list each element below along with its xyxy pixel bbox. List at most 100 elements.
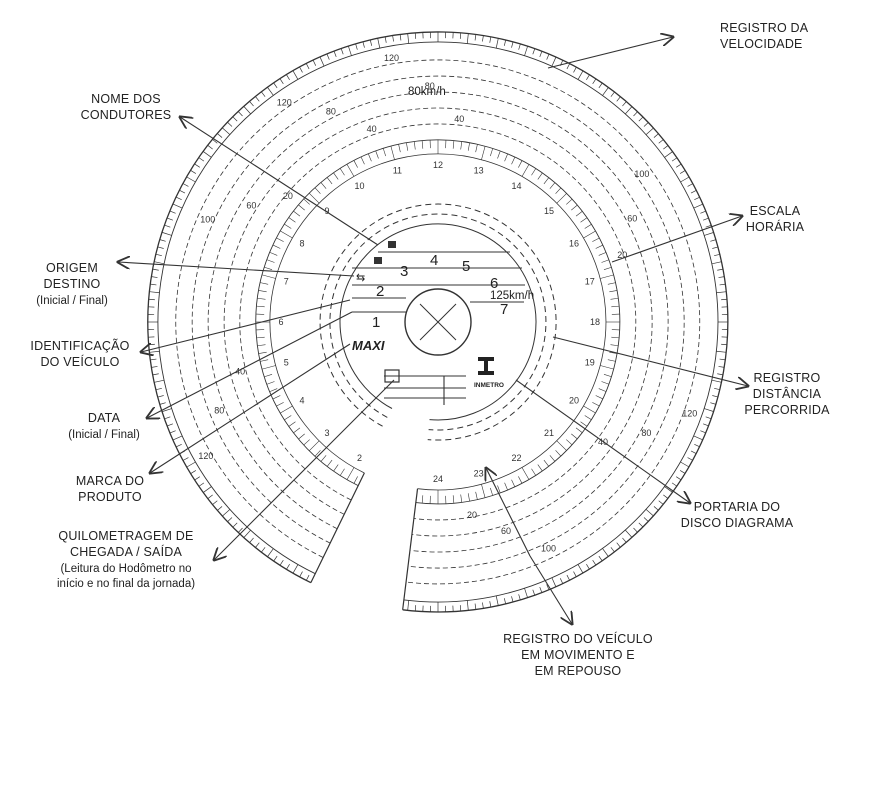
outer-tick [714, 254, 720, 255]
outer-tick [525, 46, 528, 56]
hour-tick [576, 428, 582, 433]
outer-tick [490, 601, 491, 607]
outer-tick [274, 83, 277, 88]
hour-tick [611, 345, 619, 346]
outer-tick [150, 359, 156, 360]
arrow-condutores [180, 117, 378, 245]
driver-number-1: 1 [372, 314, 380, 331]
hour-tick [277, 402, 284, 406]
hour-label: 5 [284, 358, 289, 368]
outer-tick [233, 523, 237, 527]
label-quilometragem-2: CHEGADA / SAÍDA [70, 544, 183, 559]
outer-tick [208, 145, 213, 149]
outer-tick [191, 170, 196, 173]
label-movimento-1: REGISTRO DO VEÍCULO [503, 631, 653, 646]
hour-tick [608, 283, 616, 285]
speed-scale-label: 100 [200, 215, 215, 225]
label-escala-horaria-2: HORÁRIA [746, 219, 805, 234]
hour-tick [604, 374, 612, 376]
hour-tick [518, 161, 522, 168]
outer-tick [408, 34, 409, 44]
outer-tick [567, 575, 570, 580]
speed-scale-label: 120 [277, 98, 292, 108]
hour-label: 24 [433, 474, 443, 484]
outer-tick [586, 564, 589, 569]
outer-tick [154, 380, 164, 382]
outer-tick [203, 487, 211, 493]
speed-scale-label: 80 [326, 107, 336, 117]
outer-tick [691, 451, 696, 454]
label-nome-condutores-1: NOME DOS [91, 92, 161, 106]
arrow-velocidade [548, 37, 673, 68]
outer-tick [244, 106, 251, 113]
hour-tick [277, 238, 284, 242]
outer-tick [659, 501, 664, 505]
hour-tick [544, 460, 549, 466]
outer-tick [385, 37, 386, 43]
outer-tick [306, 64, 309, 69]
speed-label-125: 125km/h [490, 290, 534, 302]
hour-tick [294, 211, 300, 216]
outer-tick [228, 122, 232, 126]
outer-tick [703, 424, 709, 426]
brand-logo: MAXI [352, 338, 385, 353]
outer-tick [280, 560, 283, 565]
hour-label: 7 [284, 276, 289, 286]
hour-tick [422, 495, 423, 503]
outer-tick [167, 218, 173, 220]
outer-tick [519, 594, 521, 600]
hour-tick [599, 252, 606, 255]
outer-tick [156, 388, 162, 389]
hour-tick [289, 218, 296, 223]
outer-tick [599, 83, 602, 88]
label-nome-condutores-2: CONDUTORES [81, 108, 172, 122]
hour-tick [498, 151, 501, 159]
outer-tick [574, 572, 577, 577]
hour-label: 15 [544, 206, 554, 216]
hour-tick [490, 488, 492, 496]
outer-tick [611, 92, 615, 97]
outer-tick [158, 247, 164, 249]
speed-scale-label: 120 [682, 409, 697, 419]
hour-tick [481, 484, 485, 498]
outer-tick [688, 458, 693, 461]
hour-tick [453, 495, 454, 503]
label-distancia-3: PERCORRIDA [744, 403, 830, 417]
hour-tick [512, 480, 515, 487]
hour-tick [592, 402, 599, 406]
outer-tick [496, 596, 498, 606]
outer-tick [327, 54, 329, 60]
label-origem-1: ORIGEM [46, 261, 98, 275]
driver-number-7: 7 [500, 301, 508, 318]
outer-tick [720, 359, 726, 360]
hour-tick [257, 337, 265, 338]
outer-tick [593, 560, 596, 565]
outer-tick [552, 57, 556, 66]
hour-tick [531, 469, 535, 476]
outer-tick [644, 517, 648, 521]
outer-tick [720, 284, 726, 285]
hour-tick [583, 231, 595, 238]
hour-tick [585, 224, 592, 228]
disc-gap-edge [311, 473, 364, 583]
outer-tick [482, 36, 483, 42]
outer-tick [268, 87, 274, 95]
label-origem-2: DESTINO [44, 277, 101, 291]
outer-tick [639, 117, 643, 121]
hour-tick [270, 252, 277, 255]
outer-tick [152, 277, 158, 278]
outer-tick [150, 292, 160, 293]
hour-label: 4 [299, 396, 304, 406]
outer-tick [625, 530, 632, 537]
hour-tick [518, 476, 522, 483]
label-portaria-1: PORTARIA DO [694, 500, 781, 514]
outer-tick [341, 49, 343, 55]
speed-scale-label: 80 [641, 428, 651, 438]
outer-tick [703, 218, 709, 220]
arrow-distancia [553, 337, 748, 386]
hour-tick [611, 298, 619, 299]
outer-tick [363, 42, 365, 48]
outer-tick [552, 578, 556, 587]
outer-tick [712, 262, 722, 264]
outer-tick [533, 590, 535, 596]
